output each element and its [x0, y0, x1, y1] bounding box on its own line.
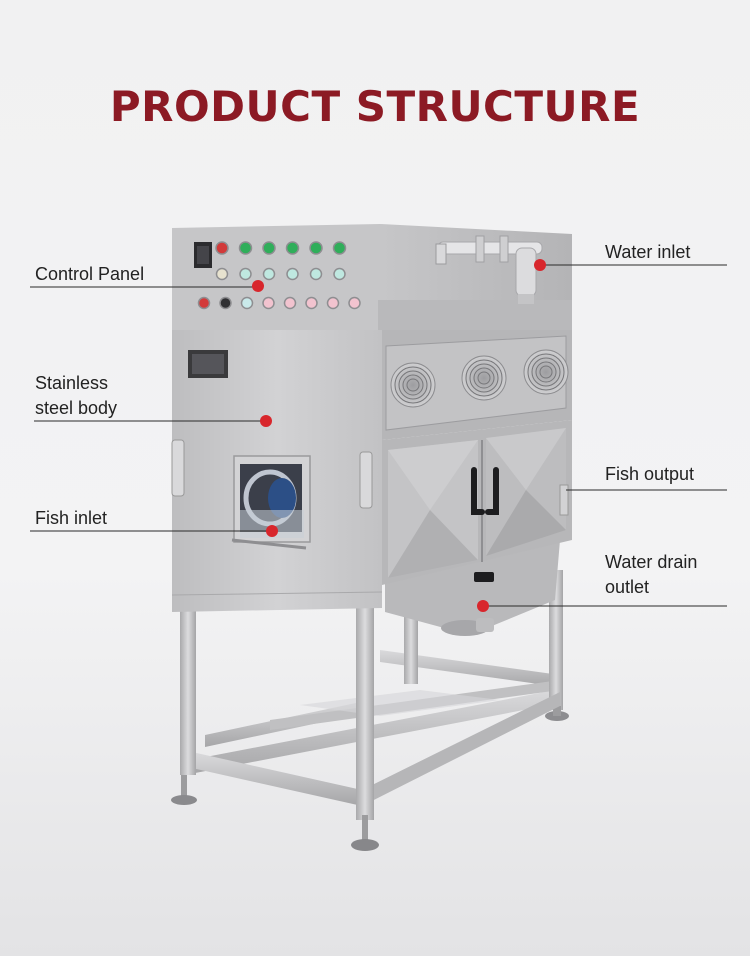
- fan-grille: [523, 349, 569, 395]
- marker-fish-inlet: [266, 525, 278, 537]
- control-panel-box: [172, 224, 380, 330]
- cabinet-side: [171, 330, 383, 612]
- panel-button: [309, 267, 323, 281]
- fan-ring: [394, 366, 432, 404]
- label-water-inlet: Water inlet: [605, 242, 691, 262]
- label-stainless-steel-body: Stainless steel body: [35, 373, 118, 418]
- panel-button: [285, 241, 300, 255]
- base-frame: [171, 570, 569, 851]
- panel-button: [309, 241, 323, 255]
- panel-button: [286, 267, 299, 281]
- panel-button: [333, 267, 346, 281]
- panel-button: [326, 296, 340, 310]
- fan-ring: [406, 378, 420, 392]
- panel-button: [262, 296, 275, 310]
- fan-ring: [527, 353, 565, 391]
- fan-ring: [465, 359, 503, 397]
- fan-ring: [535, 361, 557, 383]
- fan-grille: [390, 362, 436, 408]
- panel-button: [240, 296, 254, 310]
- marker-water-inlet: [534, 259, 546, 271]
- fan-ring: [402, 374, 424, 396]
- fan-ring: [477, 371, 491, 385]
- fan-ring: [539, 365, 553, 379]
- upper-right-housing: [378, 224, 572, 330]
- panel-button: [305, 296, 318, 310]
- label-fish-output: Fish output: [605, 464, 695, 484]
- panel-button: [262, 241, 276, 255]
- label-control-panel: Control Panel: [35, 264, 145, 284]
- label-fish-inlet: Fish inlet: [35, 508, 108, 528]
- panel-button: [238, 241, 253, 255]
- control-buttons: [197, 241, 361, 310]
- marker-stainless-steel-body: [260, 415, 272, 427]
- panel-button: [348, 296, 361, 310]
- fan-ring: [398, 370, 428, 400]
- annotation-markers: [252, 259, 546, 612]
- front-doors: [382, 420, 572, 585]
- fish-inlet-window: [231, 455, 311, 550]
- panel-button: [283, 296, 297, 310]
- label-water-drain-outlet: Water drain outlet: [605, 552, 698, 597]
- marker-control-panel: [252, 280, 264, 292]
- fan-grille: [461, 355, 507, 401]
- panel-button: [215, 241, 229, 255]
- panel-button: [219, 296, 232, 310]
- panel-button: [332, 241, 347, 255]
- panel-button: [239, 267, 252, 281]
- panel-button: [262, 267, 276, 281]
- page-title: PRODUCT STRUCTURE: [109, 82, 641, 131]
- fan-ring: [473, 367, 495, 389]
- marker-water-drain-outlet: [477, 600, 489, 612]
- fan-section: [382, 330, 572, 440]
- fan-ring: [531, 357, 561, 387]
- panel-button: [197, 296, 211, 310]
- panel-button: [215, 267, 229, 281]
- fan-ring: [469, 363, 499, 393]
- annotation-lines: [30, 264, 727, 607]
